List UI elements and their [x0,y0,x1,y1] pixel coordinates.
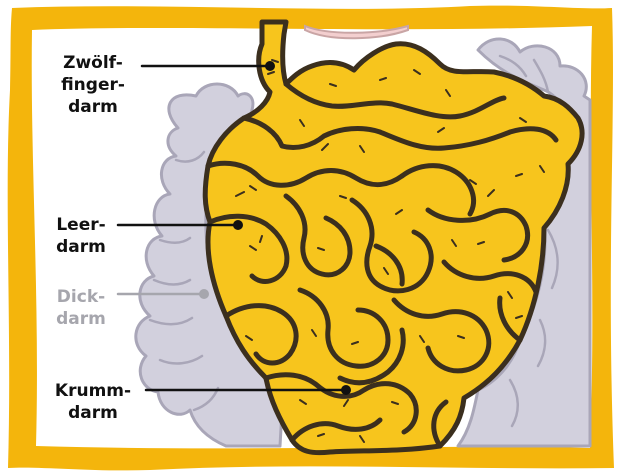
label-ileum-line-1: Krumm- [44,380,142,402]
label-colon-line-1: Dick- [46,286,116,308]
label-colon-line-2: darm [46,308,116,330]
label-duodenum-line-2: finger- [50,74,136,96]
ileum-dot [341,385,351,395]
label-colon: Dick- darm [46,286,116,330]
colon-dot [199,289,209,299]
duodenum-dot [265,61,275,71]
label-duodenum: Zwölf- finger- darm [50,52,136,118]
label-ileum-line-2: darm [44,402,142,424]
jejunum-dot [233,220,243,230]
label-jejunum-line-2: darm [46,236,116,258]
label-jejunum-line-1: Leer- [46,214,116,236]
label-duodenum-line-3: darm [50,96,136,118]
label-jejunum: Leer- darm [46,214,116,258]
label-ileum: Krumm- darm [44,380,142,424]
label-duodenum-line-1: Zwölf- [50,52,136,74]
